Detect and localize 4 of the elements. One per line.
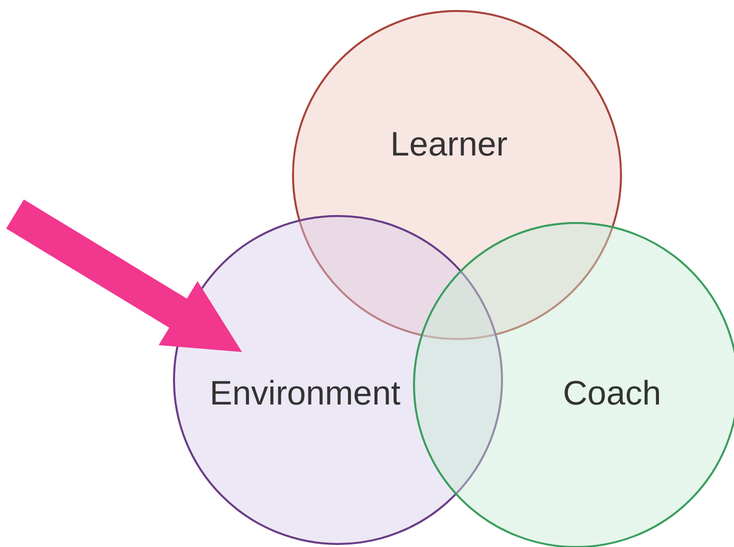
arrow: [6, 199, 242, 352]
circle-label: Coach: [562, 374, 662, 414]
circle-label: Environment: [210, 374, 400, 414]
circle-label: Learner: [390, 126, 508, 164]
